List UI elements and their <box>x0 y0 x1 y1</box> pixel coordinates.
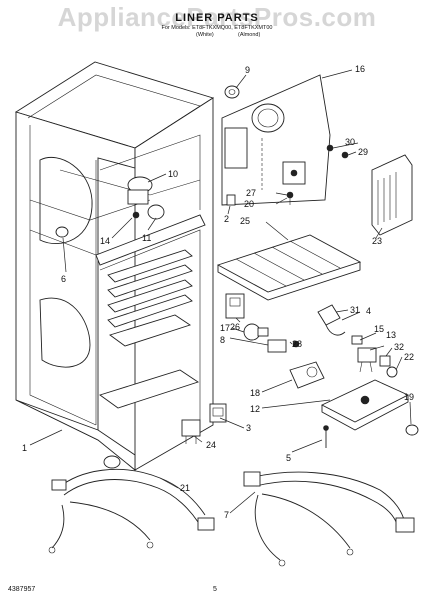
callout-22: 22 <box>404 352 414 362</box>
part-16-panel <box>221 74 331 206</box>
callout-17: 17 <box>220 323 230 333</box>
page-number: 5 <box>213 586 217 593</box>
part-9-cap <box>224 85 240 99</box>
callout-10: 10 <box>168 169 178 179</box>
callout-15: 15 <box>374 324 384 334</box>
callout-8: 8 <box>220 335 225 345</box>
part-15-clip <box>351 335 363 345</box>
part-26-bracket <box>225 293 245 319</box>
part-32-connector <box>379 355 391 367</box>
callout-28: 28 <box>292 339 302 349</box>
part-7-harness <box>243 471 415 567</box>
callout-29: 29 <box>358 147 368 157</box>
control-assembly <box>127 176 165 220</box>
part-12-base <box>320 379 410 431</box>
callout-31: 31 <box>350 305 360 315</box>
callout-3: 3 <box>246 423 251 433</box>
watermark: AppliancePartsPros.com <box>57 2 377 32</box>
callout-4: 4 <box>366 306 371 316</box>
callout-5: 5 <box>286 453 291 463</box>
callout-11: 11 <box>142 233 151 243</box>
part-22-cap <box>386 366 398 378</box>
part-17-bulb <box>243 323 269 341</box>
part-6-button <box>55 226 69 238</box>
callout-23: 23 <box>372 236 382 246</box>
callout-19: 19 <box>404 392 414 402</box>
part-5-screw <box>323 425 329 448</box>
variant-almond: (Almond) <box>238 32 261 38</box>
liner-cabinet <box>14 61 215 471</box>
callout-6: 6 <box>61 274 66 284</box>
callout-20: 20 <box>244 199 254 209</box>
callout-30: 30 <box>345 137 355 147</box>
leader-lines <box>29 69 412 514</box>
part-2-clip <box>226 194 236 206</box>
part-20-screw <box>286 191 294 205</box>
callout-7: 7 <box>224 510 229 520</box>
part-28-socket <box>267 339 300 353</box>
part-3-clip <box>209 403 227 423</box>
document-number: 4387957 <box>8 586 36 593</box>
variant-white: (White) <box>196 32 214 38</box>
callout-9: 9 <box>245 65 250 75</box>
part-31-thermostat <box>317 304 346 336</box>
callout-2: 2 <box>224 214 229 224</box>
callout-16: 16 <box>355 64 365 74</box>
part-19-plug <box>405 424 419 436</box>
callout-14: 14 <box>100 236 110 246</box>
callout-1: 1 <box>22 443 27 453</box>
page-title: LINER PARTS <box>175 12 259 24</box>
callout-18: 18 <box>250 388 260 398</box>
callout-24: 24 <box>206 440 216 450</box>
callout-12: 12 <box>250 404 260 414</box>
part-23-duct <box>371 154 413 236</box>
part-25-shelf <box>216 234 362 301</box>
callout-numbers: 9 16 10 2 27 20 30 29 25 23 14 11 6 26 3… <box>22 64 414 520</box>
callout-21: 21 <box>180 483 190 493</box>
callout-26: 26 <box>230 322 240 332</box>
part-21-harness <box>48 455 215 554</box>
callout-25: 25 <box>240 216 250 226</box>
part-13-switch <box>357 347 377 373</box>
callout-13: 13 <box>386 330 396 340</box>
callout-27: 27 <box>246 188 256 198</box>
model-subtitle: For Models: ET8FTKXMQ00, ET8FTKXMT00 <box>161 25 273 31</box>
callout-32: 32 <box>394 342 404 352</box>
part-18-housing <box>289 361 325 389</box>
